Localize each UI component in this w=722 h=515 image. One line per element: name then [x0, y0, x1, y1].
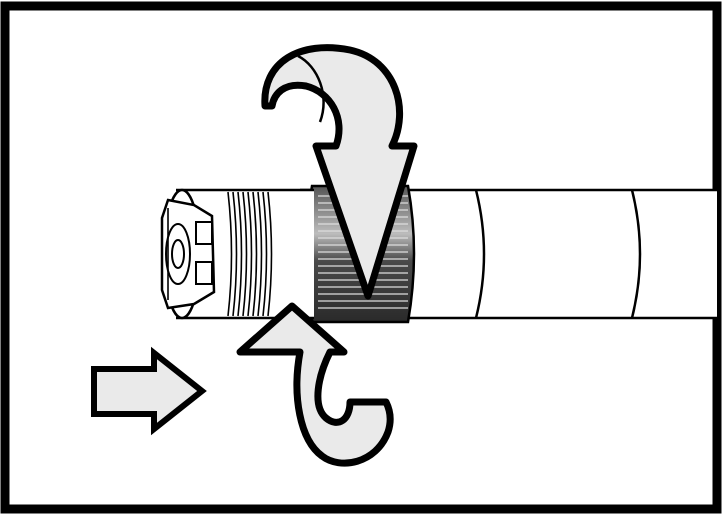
thread-ridge	[252, 191, 258, 317]
camera-lens-head	[160, 188, 216, 320]
push-arrow-right	[91, 346, 207, 436]
thread-ridge	[267, 191, 273, 317]
thread-ridge	[262, 191, 268, 317]
rotate-arrow-top	[261, 44, 418, 300]
thread-ridge	[257, 191, 263, 317]
thread-ridge	[237, 191, 243, 317]
thread-ridge	[227, 191, 233, 317]
cable-segment-line	[630, 189, 642, 319]
thread-ridge	[242, 191, 248, 317]
rotate-arrow-bottom	[236, 302, 394, 467]
thread-ridge	[232, 191, 238, 317]
cable-segment-line	[474, 189, 486, 319]
thread-ridge	[247, 191, 253, 317]
